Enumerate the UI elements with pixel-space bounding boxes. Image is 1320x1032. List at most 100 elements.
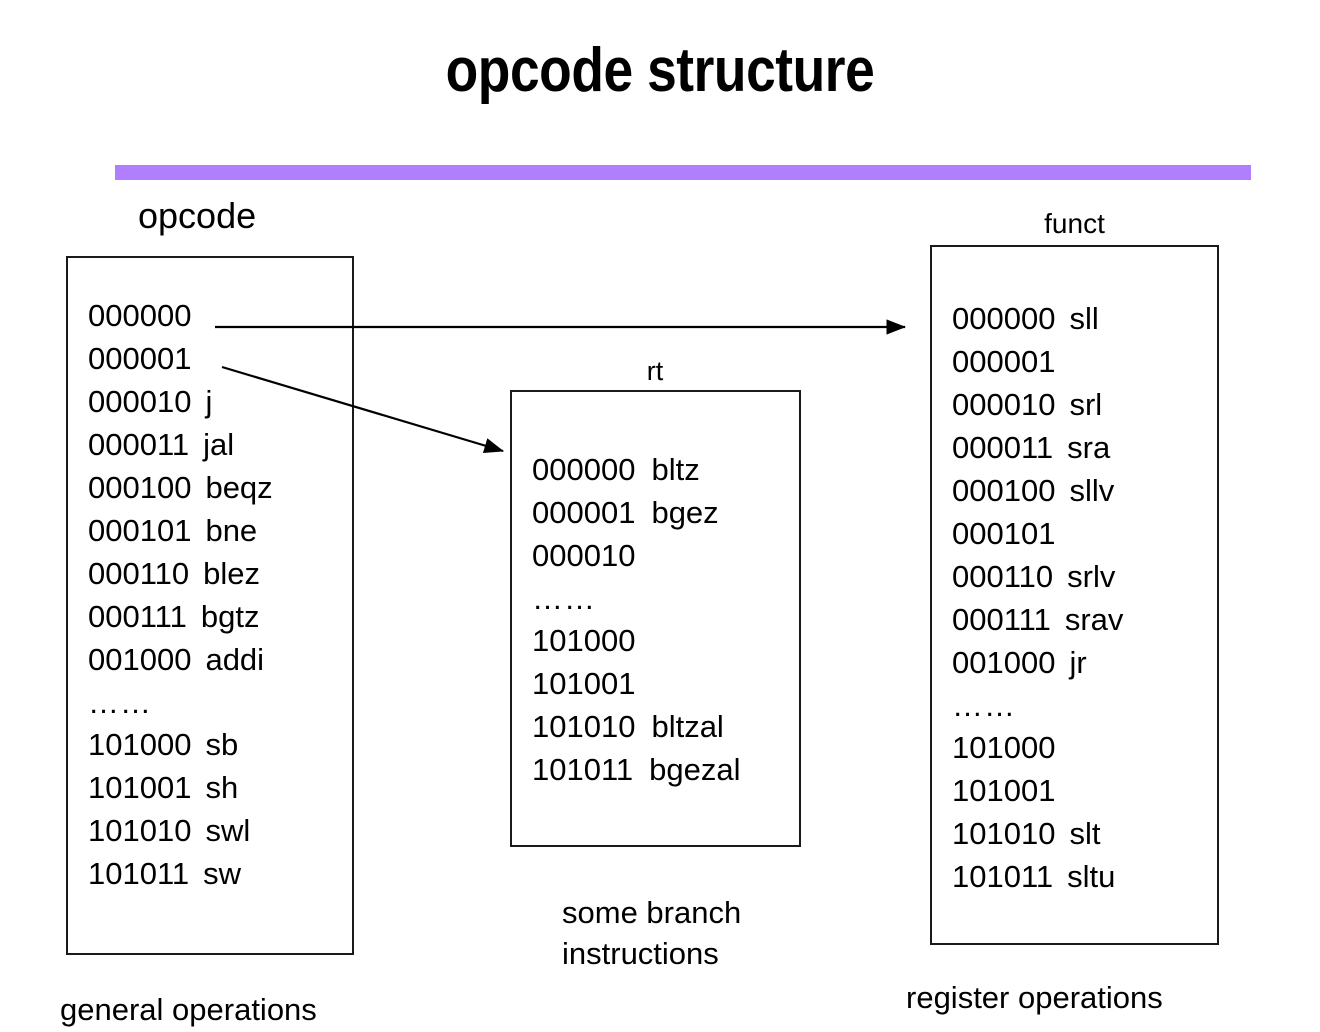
- row-bits: 101000: [952, 730, 1056, 765]
- row-bits: 101011: [88, 856, 190, 891]
- row-mnemonic: sb: [205, 727, 239, 762]
- row-mnemonic: sh: [205, 770, 239, 805]
- row-bits: 101010: [532, 709, 636, 744]
- table-row: 000001: [88, 343, 191, 374]
- row-bits: 000000: [532, 452, 636, 487]
- row-bits: 101011: [952, 859, 1054, 894]
- table-row: 000010 j: [88, 386, 212, 417]
- row-bits: 000101: [88, 513, 192, 548]
- row-bits: 000011: [952, 430, 1054, 465]
- table-row: 000001 bgez: [532, 497, 719, 528]
- table-row: 001000 jr: [952, 647, 1087, 678]
- table-row: 101010 bltzal: [532, 711, 724, 742]
- table-row: 000010: [532, 540, 635, 571]
- rt-row-list: 000000 bltz 000001 bgez 000010 …… 101000 101001…: [512, 392, 799, 845]
- page-title: opcode structure: [445, 36, 875, 105]
- row-bits: 001000: [88, 642, 192, 677]
- row-bits: 000010: [88, 384, 192, 419]
- row-bits: 000000: [952, 301, 1056, 336]
- row-mnemonic: sw: [203, 856, 242, 891]
- row-bits: 000000: [88, 298, 192, 333]
- row-bits: 101001: [88, 770, 192, 805]
- row-mnemonic: swl: [205, 813, 251, 848]
- table-row: 101001 sh: [88, 772, 238, 803]
- row-bits: 000110: [952, 559, 1054, 594]
- accent-divider-bar: [115, 165, 1251, 180]
- row-mnemonic: sltu: [1067, 859, 1116, 894]
- table-row: 101011 bgezal: [532, 754, 741, 785]
- row-mnemonic: sll: [1069, 301, 1099, 336]
- row-bits: 000101: [952, 516, 1056, 551]
- row-bits: 101000: [532, 623, 636, 658]
- table-row: 000010 srl: [952, 389, 1102, 420]
- table-row: 000101: [952, 518, 1055, 549]
- row-mnemonic: srav: [1064, 602, 1124, 637]
- row-mnemonic: srlv: [1067, 559, 1116, 594]
- table-row: 000011 jal: [88, 429, 234, 460]
- table-row: 000110 srlv: [952, 561, 1115, 592]
- table-row: 101011 sltu: [952, 861, 1115, 892]
- table-row: 101000: [952, 732, 1055, 763]
- row-bits: 000100: [952, 473, 1056, 508]
- row-mnemonic: beqz: [205, 470, 273, 505]
- table-row: 001000 addi: [88, 644, 264, 675]
- row-bits: 101011: [532, 752, 634, 787]
- row-mnemonic: bltz: [651, 452, 700, 487]
- row-bits: 101010: [952, 816, 1056, 851]
- table-row: 000111 bgtz: [88, 601, 259, 632]
- row-mnemonic: j: [205, 384, 213, 419]
- table-row: 000100 beqz: [88, 472, 273, 503]
- row-bits: 101001: [952, 773, 1056, 808]
- row-bits: 001000: [952, 645, 1056, 680]
- row-bits: 000010: [532, 538, 636, 573]
- table-row: 101000: [532, 625, 635, 656]
- funct-column-caption: register operations: [906, 980, 1163, 1015]
- row-mnemonic: bne: [205, 513, 258, 548]
- row-bits: ……: [952, 688, 1016, 723]
- row-bits: 000111: [952, 602, 1051, 637]
- row-mnemonic: bltzal: [651, 709, 724, 744]
- row-bits: 000111: [88, 599, 187, 634]
- row-bits: 000001: [952, 344, 1056, 379]
- row-mnemonic: bgezal: [649, 752, 741, 787]
- rt-table-box: 000000 bltz 000001 bgez 000010 …… 101000 101001…: [510, 390, 801, 847]
- row-mnemonic: slt: [1069, 816, 1101, 851]
- row-mnemonic: jal: [203, 427, 235, 462]
- row-bits: 000001: [88, 341, 192, 376]
- row-bits: ……: [88, 685, 152, 720]
- rt-column-caption: some branch instructions: [562, 895, 742, 971]
- table-row: 000101 bne: [88, 515, 257, 546]
- table-row: 000001: [952, 346, 1055, 377]
- row-bits: 101001: [532, 666, 636, 701]
- row-mnemonic: srl: [1069, 387, 1103, 422]
- funct-column-label: funct: [1044, 208, 1105, 239]
- table-row: 000000 sll: [952, 303, 1099, 334]
- table-row: 000000: [88, 300, 191, 331]
- row-bits: 000011: [88, 427, 190, 462]
- row-mnemonic: addi: [205, 642, 265, 677]
- row-bits: 000100: [88, 470, 192, 505]
- row-mnemonic: bgez: [651, 495, 719, 530]
- rt-column-label: rt: [646, 356, 664, 386]
- opcode-column-caption: general operations: [60, 992, 317, 1027]
- table-row: 101001: [532, 668, 635, 699]
- row-bits: ……: [532, 581, 596, 616]
- row-mnemonic: jr: [1069, 645, 1087, 680]
- row-bits: 000110: [88, 556, 190, 591]
- row-bits: 000010: [952, 387, 1056, 422]
- row-mnemonic: bgtz: [200, 599, 260, 634]
- row-bits: 000001: [532, 495, 636, 530]
- table-row: 101001: [952, 775, 1055, 806]
- table-row: 000000 bltz: [532, 454, 700, 485]
- table-row: 000111 srav: [952, 604, 1123, 635]
